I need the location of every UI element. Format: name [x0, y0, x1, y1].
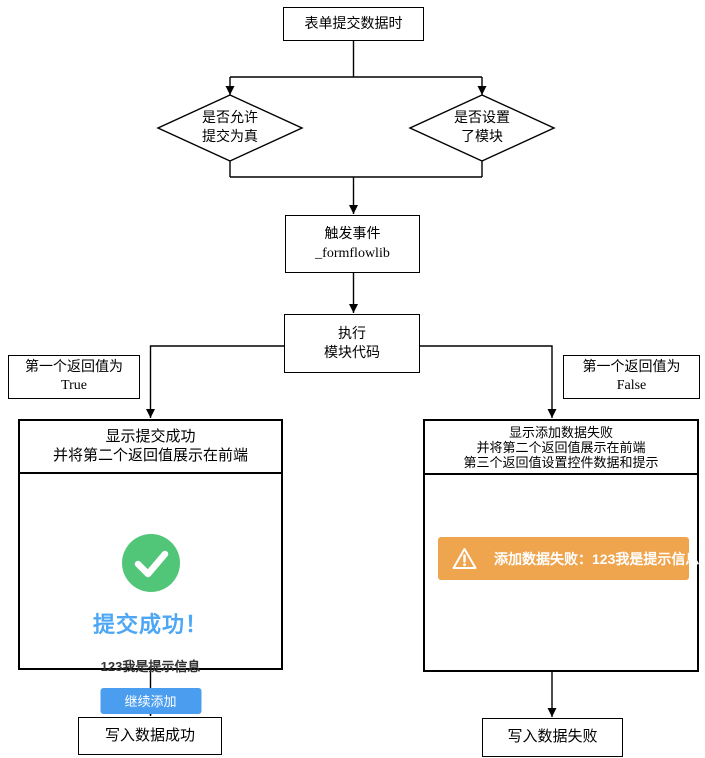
node-write-failure: 写入数据失败: [482, 718, 623, 757]
node-trigger-event: 触发事件 _formflowlib: [285, 215, 420, 273]
panel-failure: 显示添加数据失败 并将第二个返回值展示在前端 第三个返回值设置控件数据和提示 添…: [423, 419, 699, 672]
edge-false-branch: [420, 345, 557, 418]
decision-line: 提交为真: [202, 130, 258, 145]
label-return-false: 第一个返回值为 False: [563, 355, 700, 399]
header-line: 显示提交成功: [105, 428, 196, 445]
panel-success-header: 显示提交成功 并将第二个返回值展示在前端: [20, 421, 281, 474]
success-message: 123我是提示信息: [100, 659, 201, 674]
decision-module-set-label: 是否设置 了模块: [410, 95, 554, 161]
decision-allow-submit-label: 是否允许 提交为真: [158, 95, 302, 161]
panel-failure-header: 显示添加数据失败 并将第二个返回值展示在前端 第三个返回值设置控件数据和提示: [425, 421, 697, 475]
node-line: True: [61, 378, 87, 393]
node-line: 第一个返回值为: [582, 360, 681, 375]
warning-icon: [451, 546, 478, 571]
decision-line: 是否允许: [202, 111, 258, 126]
node-label: 写入数据成功: [104, 727, 195, 744]
alert-banner: 添加数据失败：123我是提示信息: [438, 537, 699, 580]
node-label: 写入数据失败: [507, 729, 598, 745]
header-line: 显示添加数据失败: [508, 424, 613, 440]
node-form-submit: 表单提交数据时: [283, 7, 424, 41]
node-label: 表单提交数据时: [304, 16, 403, 32]
decision-line: 了模块: [461, 130, 503, 145]
decision-line: 是否设置: [454, 111, 510, 126]
node-exec-module: 执行 模块代码: [284, 314, 420, 373]
node-line: 执行: [338, 326, 366, 342]
node-line: _formflowlib: [315, 246, 390, 261]
node-write-success: 写入数据成功: [78, 717, 222, 755]
header-line: 并将第二个返回值展示在前端: [52, 447, 248, 464]
node-line: 第一个返回值为: [25, 360, 123, 375]
node-line: False: [616, 378, 647, 393]
label-return-true: 第一个返回值为 True: [8, 355, 140, 399]
alert-text: 添加数据失败：123我是提示信息: [494, 550, 700, 567]
header-line: 并将第二个返回值展示在前端: [476, 439, 646, 455]
check-icon: [121, 534, 180, 592]
continue-add-button[interactable]: 继续添加: [100, 688, 201, 714]
header-line: 第三个返回值设置控件数据和提示: [463, 454, 659, 470]
edge-true-branch: [146, 345, 284, 418]
success-title: 提交成功！: [92, 612, 208, 637]
panel-success: 显示提交成功 并将第二个返回值展示在前端 提交成功！ 123我是提示信息 继续添…: [18, 419, 283, 714]
node-line: 模块代码: [324, 345, 380, 361]
node-line: 触发事件: [324, 227, 381, 242]
